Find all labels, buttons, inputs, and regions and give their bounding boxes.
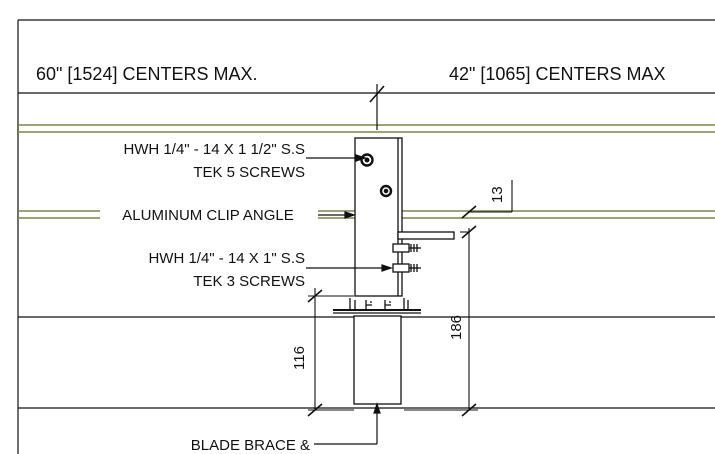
centerline-break	[369, 84, 385, 130]
dim-13-label: 13	[489, 186, 506, 203]
left-spacing-label: 60" [1524] CENTERS MAX.	[36, 64, 257, 84]
clip-angle-leg	[397, 231, 455, 240]
leader-tek3	[306, 264, 393, 272]
blade-brace-label: BLADE BRACE &	[191, 437, 310, 454]
dim-116-label: 116	[291, 346, 308, 370]
drawing-frame	[17, 19, 715, 454]
leader-blade-brace	[314, 402, 381, 445]
dim-116	[307, 288, 354, 417]
right-spacing-label: 42" [1065] CENTERS MAX	[449, 64, 665, 84]
dim-186	[404, 228, 478, 417]
tek3-screw-icon	[392, 243, 421, 273]
tek3-callout-line2: TEK 3 SCREWS	[193, 273, 305, 290]
leader-clip-angle	[318, 211, 356, 219]
tek5-screw-icon	[360, 153, 393, 198]
leader-tek5	[306, 154, 367, 162]
clip-angle-label: ALUMINUM CLIP ANGLE	[122, 207, 293, 224]
base-fasteners	[333, 298, 421, 314]
tek3-callout-line1: HWH 1/4" - 14 X 1" S.S	[148, 250, 305, 267]
tek5-callout-line1: HWH 1/4" - 14 X 1 1/2" S.S	[123, 141, 305, 158]
dim-186-label: 186	[448, 315, 465, 340]
blade-brace	[353, 315, 402, 405]
tek5-callout-line2: TEK 5 SCREWS	[193, 164, 305, 181]
